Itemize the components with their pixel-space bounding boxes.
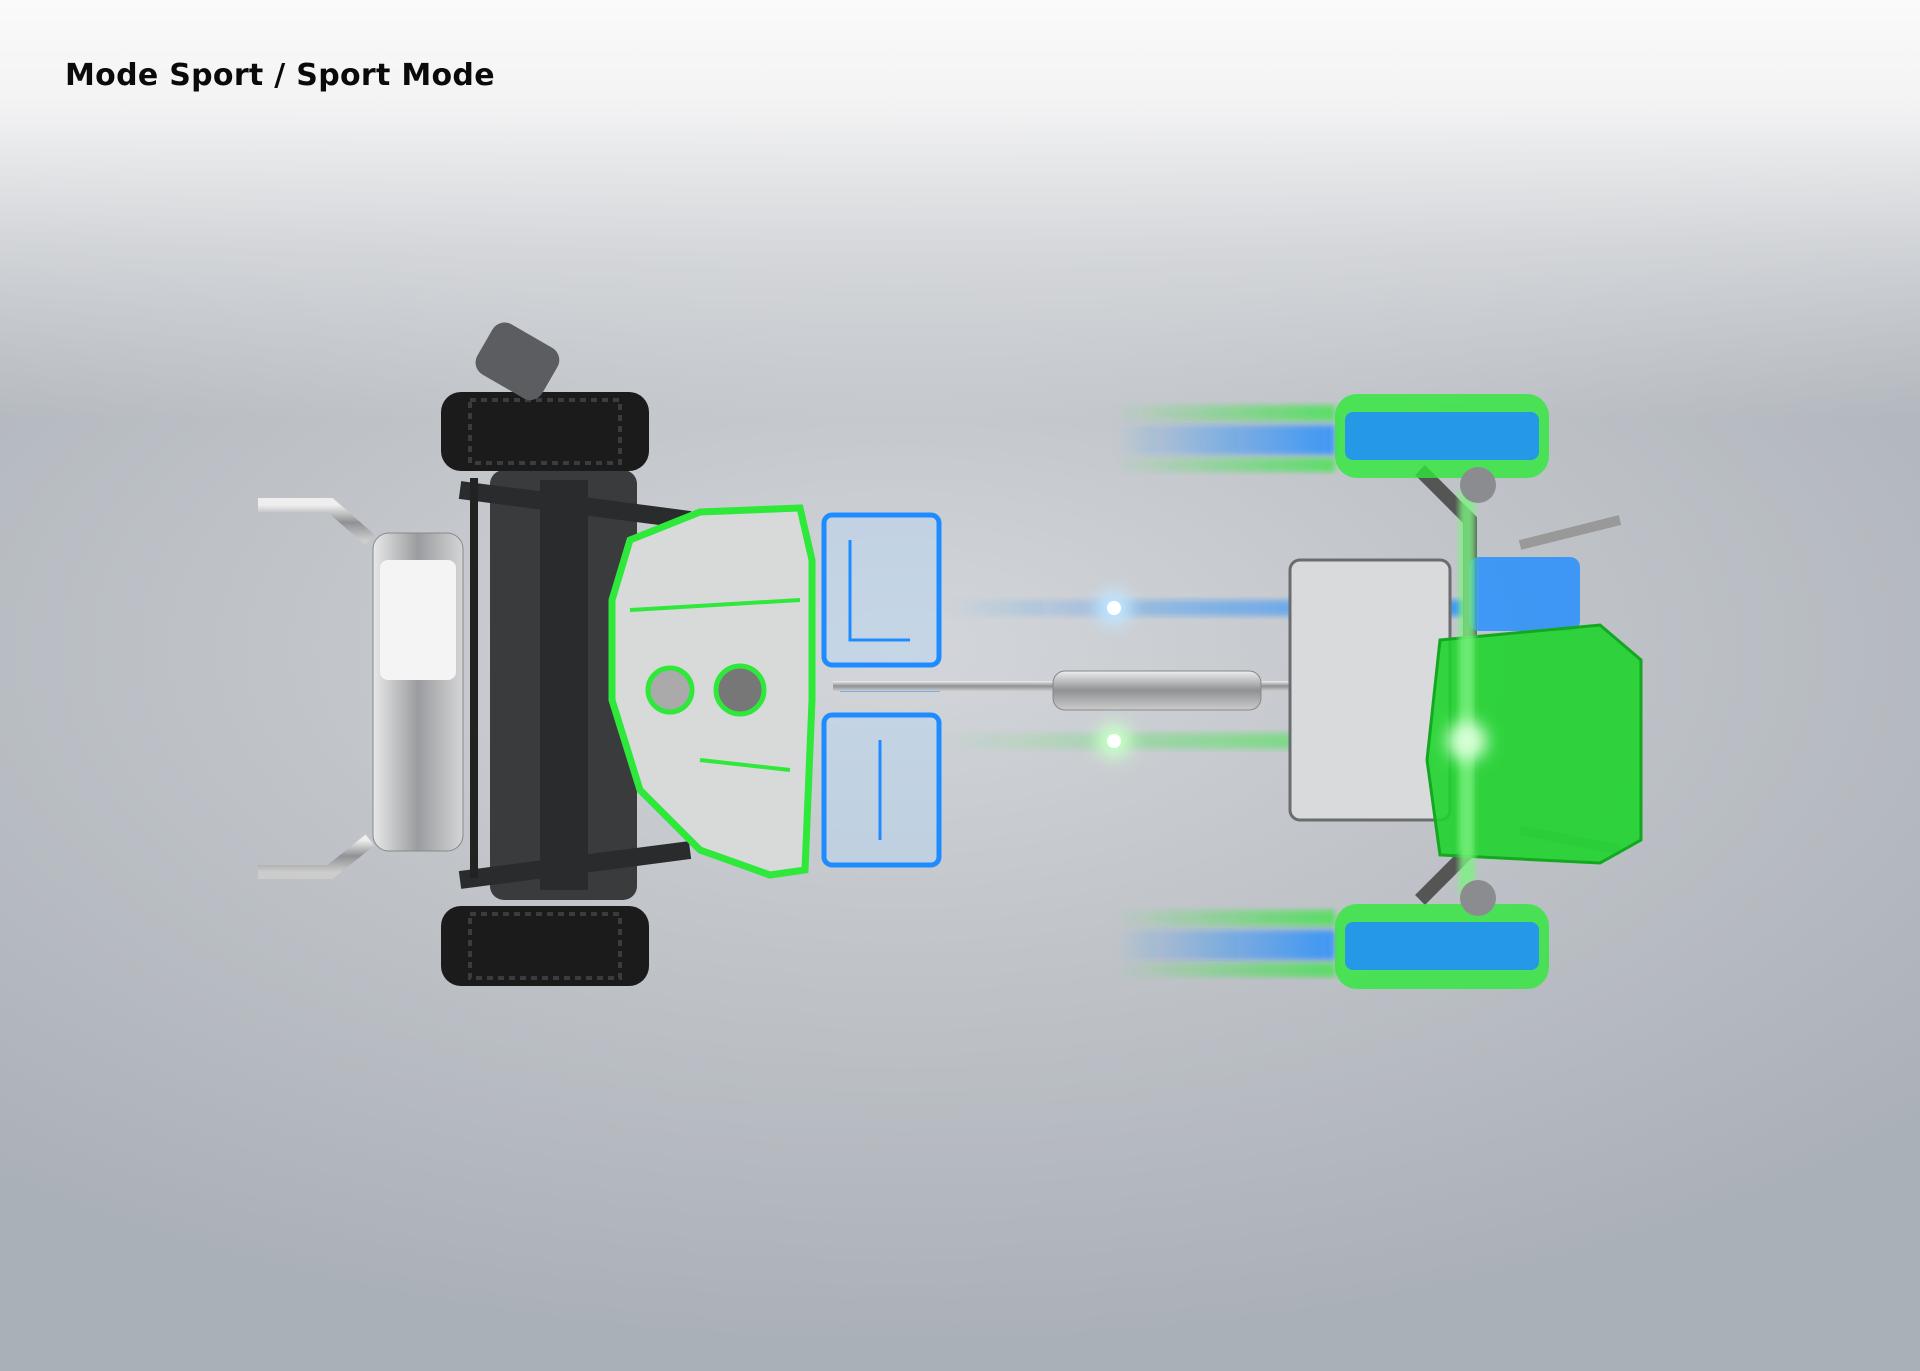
rear-exhaust	[258, 498, 464, 879]
front-wheel-bottom	[1335, 904, 1549, 989]
combustion-engine	[1425, 623, 1643, 865]
front-wheel-streaks	[1114, 405, 1335, 977]
battery-pack	[821, 512, 942, 868]
seat-part	[475, 322, 560, 400]
front-subframe	[1288, 465, 1622, 905]
background-fade	[0, 0, 1920, 420]
front-axle-beam	[1447, 467, 1496, 916]
page-title: Mode Sport / Sport Mode	[65, 58, 495, 93]
fuel-tank	[608, 504, 816, 879]
center-exhaust	[833, 670, 1363, 711]
rear-wheel-bottom	[441, 906, 649, 986]
rear-wheel-top	[441, 322, 649, 471]
center-muffler	[1052, 670, 1262, 711]
electric-motor	[1469, 557, 1580, 631]
front-wheel-top	[1335, 394, 1549, 478]
rear-subframe	[458, 470, 692, 900]
